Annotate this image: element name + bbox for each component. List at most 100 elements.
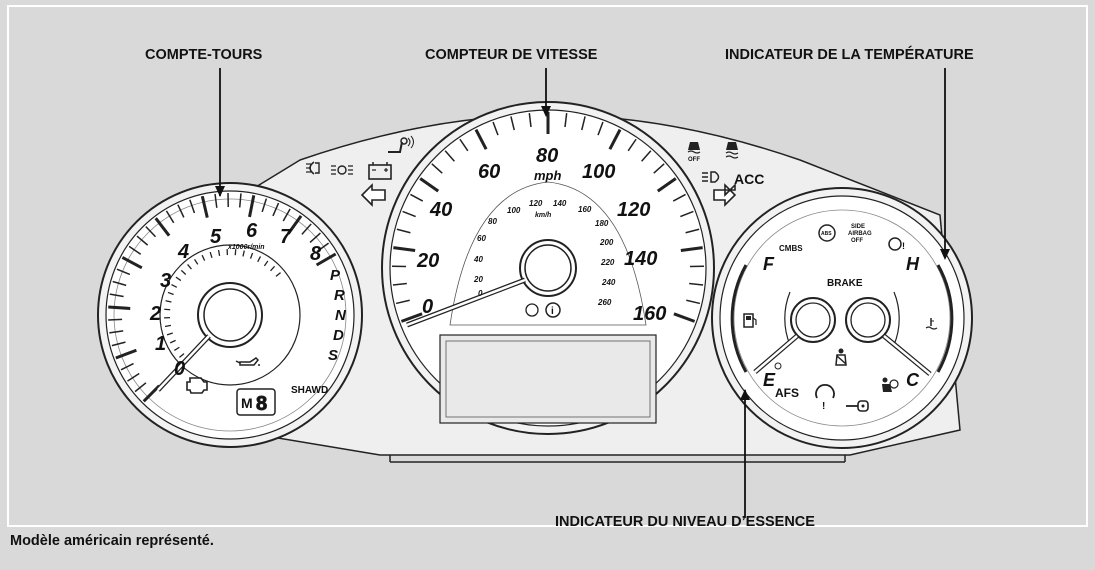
oil-icon [235, 357, 260, 366]
tick-mark [444, 150, 455, 162]
tick-mark [510, 116, 515, 131]
tick-mark [165, 210, 175, 224]
passenger-airbag-icon [882, 377, 899, 392]
speed-ticks [392, 112, 704, 323]
tick-mark [459, 138, 469, 152]
tick-mark [672, 193, 686, 202]
engine-icon [186, 377, 208, 394]
mph-num: 100 [582, 161, 615, 183]
fuel-scale [730, 264, 748, 373]
tach-num: 1 [155, 333, 166, 355]
tick-mark [164, 324, 172, 328]
gear-letter: S [328, 347, 338, 364]
tick-mark [166, 332, 173, 336]
tick-mark [673, 312, 696, 323]
kmh-num: 80 [488, 217, 497, 226]
info-icon: i [545, 302, 561, 318]
tick-mark [179, 353, 185, 358]
kmh-unit: km/h [535, 212, 551, 219]
parking-light-icon [331, 165, 353, 175]
speedometer: i 0 20 40 60 80 100 120 140 160 mph 0 20… [381, 101, 715, 435]
tick-mark [109, 293, 124, 298]
mph-num: 160 [633, 303, 666, 325]
gear-letter: D [333, 327, 344, 344]
tick-mark [689, 282, 704, 286]
tick-mark [200, 195, 209, 218]
tick-mark [214, 193, 218, 208]
tpms-icon: ! [815, 384, 835, 412]
tick-mark [193, 258, 199, 265]
side-airbag-off-indicator: SIDE AIRBAG OFF [848, 224, 872, 244]
battery-icon [368, 162, 392, 180]
tick-mark [169, 339, 176, 344]
kmh-num: 160 [578, 205, 592, 214]
vsa-icon [725, 142, 739, 159]
fuel-temp-gauge: F E H C BRAKE CMBS AFS ABS SIDE AIRBAG O… [711, 187, 973, 449]
tick-mark [392, 282, 407, 286]
fuel-empty: E [763, 370, 776, 390]
tick-mark [686, 299, 701, 305]
tick-mark [315, 252, 337, 267]
callout-fuel: INDICATEUR DU NIVEAU D’ESSENCE [555, 514, 815, 530]
callout-temperature: INDICATEUR DE LA TEMPÉRATURE [725, 47, 974, 63]
tick-mark [272, 202, 280, 217]
tick-mark [136, 235, 149, 246]
kmh-num: 260 [597, 298, 612, 307]
tick-mark [238, 193, 242, 208]
afs-label: AFS [775, 386, 799, 400]
tick-mark [175, 276, 182, 282]
tick-mark [261, 198, 268, 213]
tpms-warning-icon: ! [888, 237, 905, 251]
gear-display [236, 388, 276, 416]
gear-letter: N [335, 307, 347, 324]
tick-mark [121, 256, 143, 270]
kmh-num: 0 [478, 289, 483, 298]
tick-mark [209, 251, 213, 258]
kmh-num: 40 [473, 255, 483, 264]
tick-mark [164, 308, 171, 311]
mph-num: 20 [416, 250, 439, 272]
callout-tachometer: COMPTE-TOURS [145, 47, 263, 63]
tick-mark [275, 272, 281, 277]
tick-mark [248, 195, 256, 218]
tick-mark [608, 128, 622, 150]
tick-mark [109, 330, 124, 334]
brake-label: BRAKE [827, 278, 863, 289]
tachometer: 0 1 2 3 4 5 6 7 8 x1000r/min P R N D S M… [97, 182, 363, 448]
tick-mark [301, 223, 312, 235]
tach-num: 6 [246, 220, 258, 242]
tick-mark [257, 256, 262, 263]
rpm-unit: x1000r/min [227, 244, 265, 251]
svg-text:AIRBAG: AIRBAG [848, 231, 872, 237]
tick-mark [395, 299, 410, 305]
indicator-dot [525, 303, 539, 317]
tick-mark [234, 249, 237, 256]
seatbelt-icon [835, 348, 847, 366]
tick-mark [242, 250, 245, 257]
tick-mark [120, 362, 134, 371]
cmbs-label: CMBS [779, 244, 803, 253]
svg-text:OFF: OFF [688, 157, 700, 163]
tick-mark [177, 204, 185, 218]
coolant-icon [925, 318, 938, 330]
tick-mark [108, 305, 131, 310]
gear-letter: P [330, 267, 341, 284]
kmh-num: 20 [473, 275, 483, 284]
fuel-pump-icon [743, 313, 757, 328]
kmh-num: 180 [595, 219, 609, 228]
svg-text:i: i [551, 306, 554, 317]
turn-right-icon [713, 183, 737, 207]
tick-mark [287, 214, 303, 235]
tick-mark [201, 254, 206, 261]
temp-cold: C [906, 370, 920, 390]
tick-mark [396, 228, 411, 234]
tick-mark [393, 246, 416, 252]
abs-icon: ABS [818, 224, 836, 242]
tick-mark [145, 226, 157, 238]
tick-mark [410, 193, 424, 202]
tick-mark [653, 163, 665, 174]
tick-mark [656, 177, 677, 193]
tick-mark [400, 312, 423, 323]
tach-ticks [108, 193, 337, 403]
